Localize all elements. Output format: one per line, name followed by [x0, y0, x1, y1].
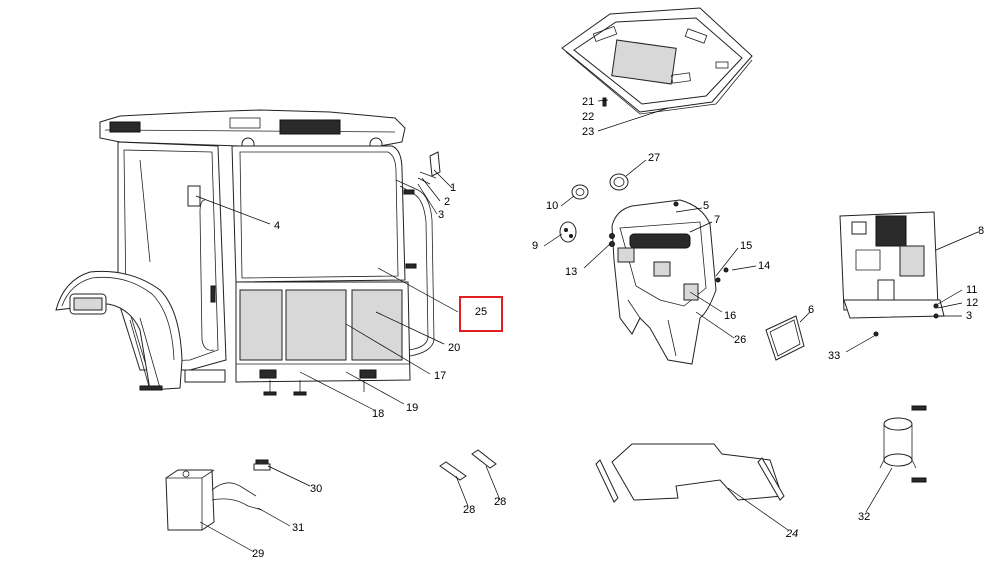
callout-5[interactable]: 5 [703, 200, 710, 212]
callout-27[interactable]: 27 [648, 152, 661, 164]
cover-plate [765, 315, 805, 361]
callout-4[interactable]: 4 [274, 220, 281, 232]
callout-30[interactable]: 30 [310, 483, 323, 495]
callout-23[interactable]: 23 [582, 126, 595, 138]
callout-24[interactable]: 24 [786, 528, 799, 540]
callout-22[interactable]: 22 [582, 111, 595, 123]
callout-18[interactable]: 18 [372, 408, 385, 420]
callout-32[interactable]: 32 [858, 511, 871, 523]
callout-31[interactable]: 31 [292, 522, 305, 534]
callout-6[interactable]: 6 [808, 304, 815, 316]
dashboard-panel [609, 199, 729, 365]
callout-17[interactable]: 17 [434, 370, 447, 382]
callout-1[interactable]: 1 [450, 182, 457, 194]
callout-3-bulkhead[interactable]: 3 [966, 310, 973, 322]
callout-26[interactable]: 26 [734, 334, 747, 346]
callout-7[interactable]: 7 [714, 214, 721, 226]
callout-20[interactable]: 20 [448, 342, 461, 354]
callout-3-cab[interactable]: 3 [438, 209, 445, 221]
trim-strips [439, 449, 497, 481]
leader-lines [195, 99, 979, 553]
callout-25-highlighted[interactable]: 25 [459, 296, 503, 332]
door-latch-parts [417, 151, 441, 185]
callout-8[interactable]: 8 [978, 225, 985, 237]
callout-28-right[interactable]: 28 [494, 496, 507, 508]
cab-assembly [55, 109, 435, 396]
battery-assembly [165, 459, 271, 531]
callout-12[interactable]: 12 [966, 297, 979, 309]
floor-mat [595, 443, 785, 503]
callout-21[interactable]: 21 [582, 96, 595, 108]
callout-9[interactable]: 9 [532, 240, 539, 252]
callout-25-label: 25 [474, 306, 488, 318]
callout-33[interactable]: 33 [828, 350, 841, 362]
callout-10[interactable]: 10 [546, 200, 559, 212]
callout-28-left[interactable]: 28 [463, 504, 476, 516]
roof-liner-assembly [561, 7, 753, 115]
gauge-parts [559, 173, 629, 243]
mounting-bracket [879, 405, 927, 483]
callout-16[interactable]: 16 [724, 310, 737, 322]
callout-11[interactable]: 11 [966, 284, 978, 296]
bulkhead-panel [839, 211, 945, 337]
callout-13[interactable]: 13 [565, 266, 578, 278]
callout-14[interactable]: 14 [758, 260, 771, 272]
callout-29[interactable]: 29 [252, 548, 265, 560]
callout-19[interactable]: 19 [406, 402, 419, 414]
callout-2[interactable]: 2 [444, 196, 451, 208]
callout-15[interactable]: 15 [740, 240, 753, 252]
